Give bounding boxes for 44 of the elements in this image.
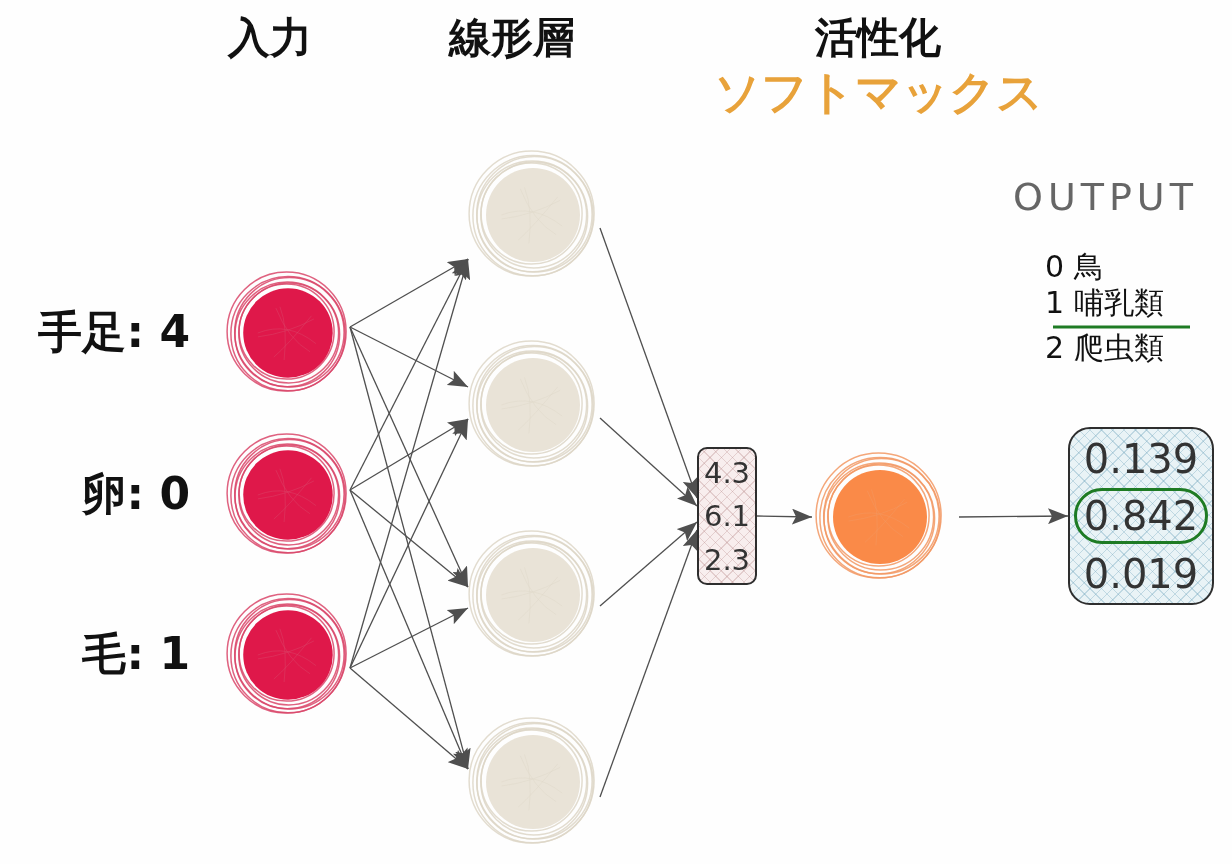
feature-label: 毛: 1: [82, 628, 190, 680]
input-neuron: [226, 271, 350, 395]
arrow: [349, 326, 469, 388]
arrow: [349, 326, 471, 770]
arrow: [958, 508, 1069, 525]
hidden-neuron: [468, 717, 598, 847]
input-neuron: [226, 593, 350, 717]
probability-value: 0.842: [1083, 494, 1199, 538]
activation-neuron: [815, 452, 945, 582]
arrow: [349, 489, 469, 770]
probability-value: 0.139: [1083, 436, 1199, 481]
arrow: [599, 529, 698, 798]
output-heading: OUTPUT: [1013, 176, 1198, 220]
hidden-neuron: [468, 150, 598, 280]
probability-value: 0.019: [1083, 551, 1199, 596]
arrow: [349, 326, 469, 588]
feature-label: 手足: 4: [38, 306, 190, 358]
logit-value: 6.1: [703, 498, 751, 535]
hidden-neuron: [468, 530, 598, 660]
arrow: [599, 417, 698, 507]
class-label: 1 哺乳類: [1045, 286, 1164, 321]
arrow: [756, 508, 813, 525]
arrow: [599, 227, 698, 499]
arrow: [349, 667, 469, 770]
arrow: [349, 418, 469, 669]
arrow: [349, 258, 469, 328]
arrow: [349, 418, 469, 491]
probabilities-box: [1068, 427, 1214, 605]
feature-label: 卵: 0: [82, 468, 190, 520]
logits-box: [697, 447, 757, 585]
class-label: 2 爬虫類: [1045, 331, 1164, 366]
column-heading: 活性化: [815, 14, 941, 63]
logit-value: 2.3: [703, 541, 751, 579]
arrow: [349, 607, 469, 669]
input-neuron: [226, 433, 350, 557]
column-heading: 入力: [228, 14, 312, 63]
arrow: [599, 521, 698, 607]
logit-value: 4.3: [703, 454, 751, 492]
arrow: [349, 489, 469, 588]
column-subheading: ソフトマックス: [713, 66, 1043, 119]
hidden-neuron: [468, 340, 598, 470]
class-label: 0 鳥: [1045, 250, 1104, 285]
arrow: [349, 258, 469, 491]
column-heading: 線形層: [449, 14, 575, 63]
